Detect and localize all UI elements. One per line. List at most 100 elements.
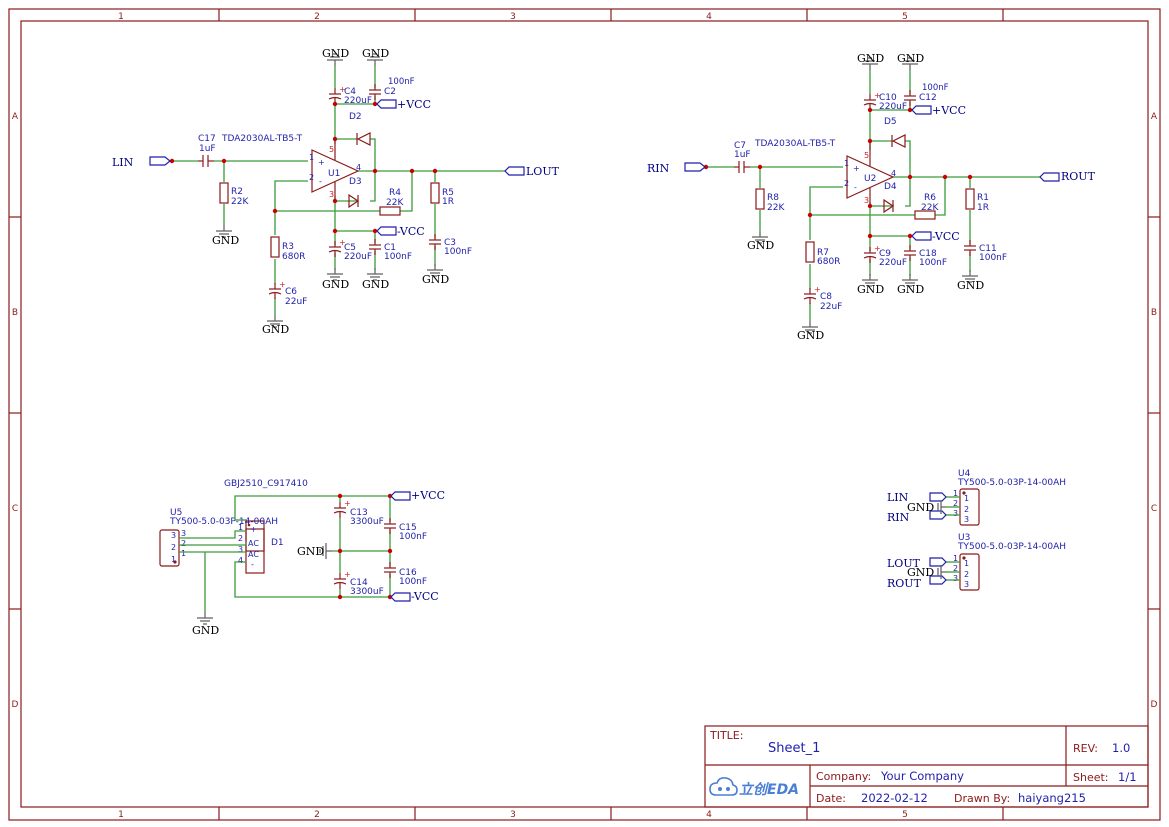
c3-capacitor [428,233,442,251]
c2-gnd-label: GND [362,47,389,60]
r4-resistor [379,206,401,216]
c6-value: 22uF [285,297,307,307]
c11-ref: C11 [979,244,997,254]
date-value: 2022-02-12 [861,791,928,805]
u5-pin2-out: 2 [181,539,186,548]
right-nvcc-label: -VCC [932,230,960,243]
frame-column-labels: 1 2 3 4 5 1 2 3 4 5 [118,12,908,820]
left-nvcc-label: -VCC [397,225,425,238]
bridge-part-number: GBJ2510_C917410 [224,479,308,489]
u4-lin-label: LIN [887,491,909,504]
row-label-left-a: A [12,112,19,122]
d5-diode [891,134,906,148]
c17-value: 1uF [199,144,216,154]
col-label-top-1: 1 [118,12,124,22]
c13-capacitor [333,498,352,519]
u3-pin3: 3 [964,580,969,589]
c15-capacitor [383,517,397,535]
lin-port-flag [149,156,171,166]
c14-capacitor [333,569,352,590]
c11-value: 100nF [979,253,1007,263]
c18-ref: C18 [919,249,937,259]
c9-value: 220uF [879,258,907,268]
c5-ref: C5 [344,243,356,253]
c16-ref: C16 [399,568,417,578]
rout-port-flag [1039,172,1060,182]
left-amplifier-circuit: LIN C17 1uF TDA2030AL-TB5-T R2 22K GND R… [112,47,560,336]
r1-ref: R1 [977,193,989,203]
u4-pin3: 3 [964,515,969,524]
u5-ref: U5 [170,508,182,518]
r3-value: 680R [282,252,305,262]
power-supply-circuit: GBJ2510_C917410 + AC AC - D1 1 2 3 4 U5 … [159,479,445,637]
c15-ref: C15 [399,523,417,533]
u2-part-number: TDA2030AL-TB5-T [754,139,836,149]
d1-plus: + [250,525,257,534]
d4-diode [883,198,895,214]
c9-ref: C9 [879,249,891,259]
d1-pin4: 4 [238,556,243,565]
rev-value: 1.0 [1112,741,1130,755]
psu-nvcc-flag [390,592,411,602]
c5-gnd-label: GND [322,278,349,291]
u2-amplifier [846,141,895,206]
c11-gnd-label: GND [957,279,984,292]
u4-gnd-symbol [937,500,946,514]
psu-nvcc-label: -VCC [411,590,439,603]
c16-value: 100nF [399,577,427,587]
connector-u3: U3 TY500-5.0-03P-14-00AH 1 2 3 1 2 3 LOU… [887,533,1066,591]
c3-ref: C3 [444,238,456,248]
d1-pin3: 3 [238,545,243,554]
r1-resistor [965,188,975,210]
u1-pin1: 1 [309,153,314,162]
u3-pin2-out: 2 [953,564,958,573]
c10-ref: C10 [879,93,897,103]
u4-lin-flag [929,492,947,502]
right-amplifier-circuit: RIN C7 1uF TDA2030AL-TB5-T R8 22K GND R7… [647,52,1096,342]
c7-value: 1uF [734,150,751,160]
right-nvcc-flag [911,231,932,241]
r8-value: 22K [767,203,785,213]
c18-gnd-label: GND [897,283,924,296]
u5-part-number: TY500-5.0-03P-14-00AH [169,517,278,527]
u4-pin1-out: 1 [953,489,958,498]
r5-value: 1R [442,197,454,207]
u3-part-number: TY500-5.0-03P-14-00AH [957,542,1066,552]
row-label-right-a: A [1151,112,1158,122]
row-label-right-c: C [1151,504,1157,514]
d1-pin1: 1 [238,523,243,532]
r8-gnd-label: GND [747,239,774,252]
u3-gnd-symbol [937,565,946,579]
c10-value: 220uF [879,102,907,112]
sheet-value: 1/1 [1118,770,1137,784]
lceda-logo-text: 立创EDA [739,781,799,798]
d3-ref: D3 [349,177,362,187]
u4-rin-label: RIN [887,511,910,524]
u3-pin1-out: 1 [953,554,958,563]
u2-pin3: 3 [864,196,869,205]
c8-gnd-label: GND [797,329,824,342]
left-vcc-flag [376,99,397,109]
r2-resistor [219,182,229,204]
right-vcc-label: +VCC [932,104,966,117]
u4-gnd-label: GND [907,501,934,514]
col-label-bottom-2: 2 [314,810,320,820]
psu-vcc-label: +VCC [411,489,445,502]
drawn-by-label: Drawn By: [954,792,1010,805]
r3-ref: R3 [282,242,294,252]
title-block: TITLE: Sheet_1 REV: 1.0 Company: Your Co… [704,725,1149,808]
d1-ac1: AC [248,539,259,548]
u2-in-minus: - [854,183,857,192]
frame-row-labels: A B C D A B C D [12,112,1158,710]
r4-ref: R4 [389,188,401,198]
d1-minus: - [251,560,254,569]
u3-rout-flag [929,575,947,585]
col-label-top-5: 5 [902,12,908,22]
c12-ref: C12 [919,93,937,103]
u2-in-plus: + [853,164,860,173]
c2-value: 100nF [388,77,415,87]
r5-resistor [430,182,440,204]
r3-resistor [270,236,280,258]
u2-pin2: 2 [844,179,849,188]
